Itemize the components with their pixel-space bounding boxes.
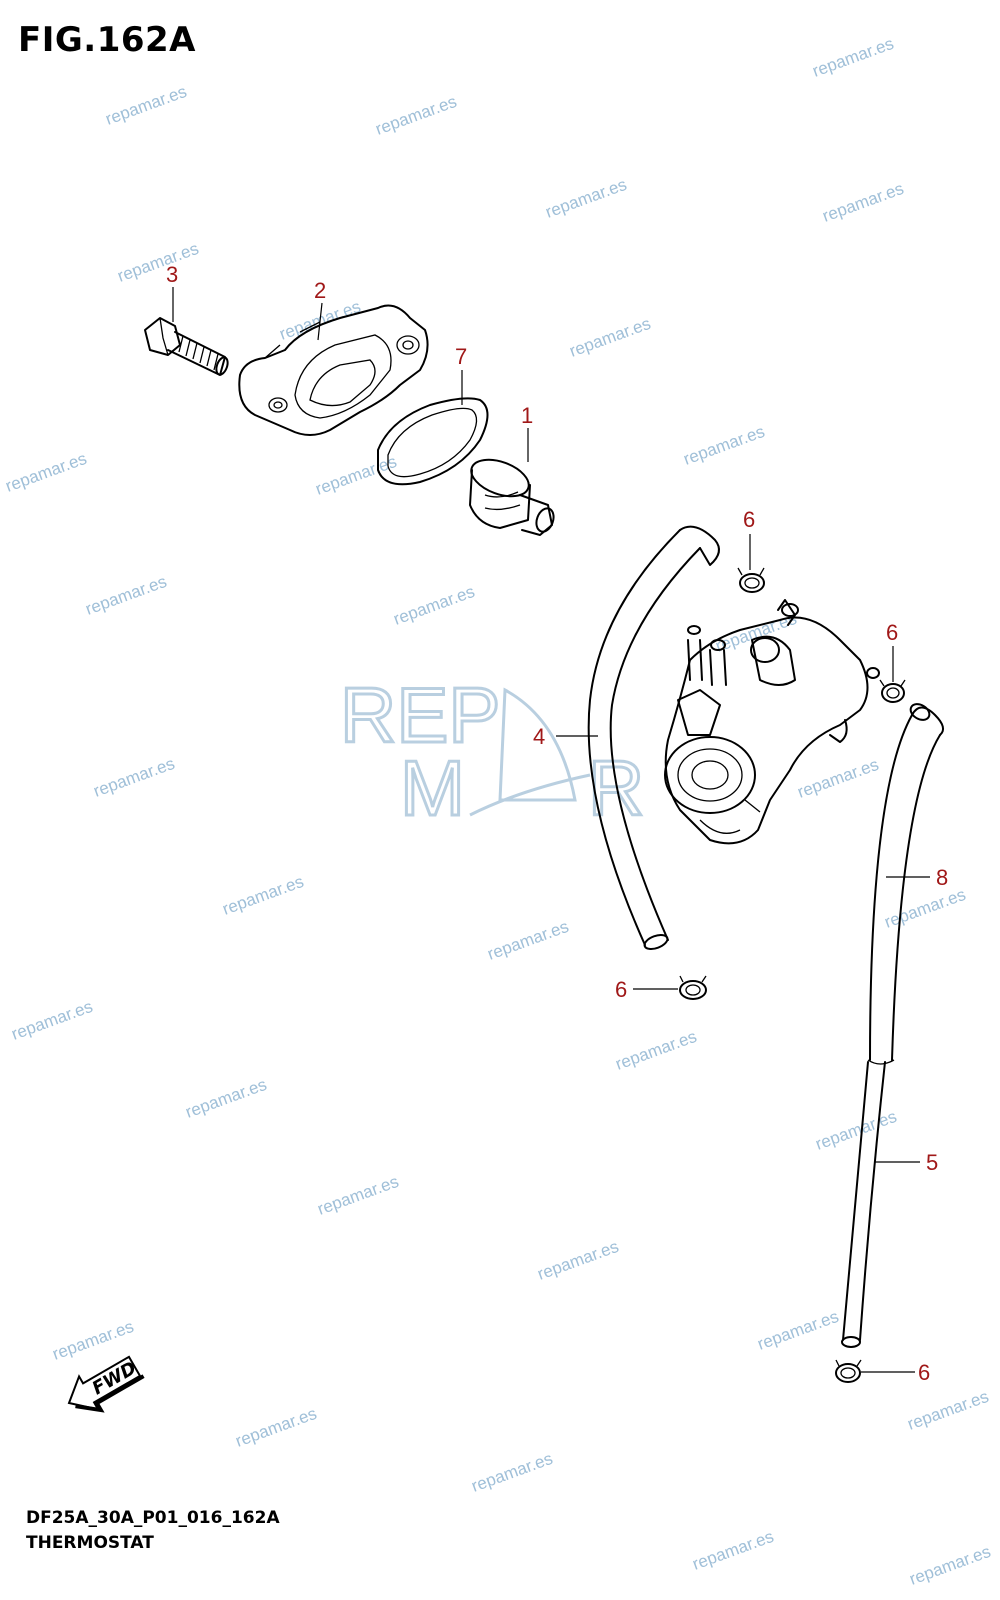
part-6-clamp-d bbox=[835, 1359, 862, 1383]
watermark-sail-icon bbox=[498, 687, 577, 802]
watermark-text: repamar.es bbox=[813, 1107, 899, 1154]
part-1-thermostat bbox=[469, 458, 555, 536]
figure-name: THERMOSTAT bbox=[26, 1533, 154, 1553]
part-6-clamp-c bbox=[679, 975, 707, 1000]
watermark-text: repamar.es bbox=[535, 1237, 621, 1284]
watermark-text: repamar.es bbox=[681, 422, 767, 469]
watermark-logo: REP M R bbox=[339, 670, 646, 834]
callout-1: 1 bbox=[521, 403, 533, 428]
callout-6-b: 6 bbox=[886, 620, 898, 645]
watermark-logo-top: REP bbox=[340, 671, 500, 759]
watermark-text: repamar.es bbox=[485, 917, 571, 964]
part-7-gasket bbox=[377, 397, 489, 486]
part-3-bolt bbox=[144, 317, 229, 376]
callout-6-c: 6 bbox=[615, 977, 627, 1002]
watermark-text: repamar.es bbox=[50, 1317, 136, 1364]
callout-3: 3 bbox=[166, 262, 178, 287]
callout-6-d: 6 bbox=[918, 1360, 930, 1385]
callout-8: 8 bbox=[936, 865, 948, 890]
watermark-text: repamar.es bbox=[690, 1527, 776, 1574]
callout-6-a: 6 bbox=[743, 507, 755, 532]
watermark-text: repamar.es bbox=[905, 1387, 991, 1434]
part-5-hose bbox=[841, 1061, 886, 1348]
callout-4: 4 bbox=[533, 724, 545, 749]
figure-title: FIG.162A bbox=[18, 20, 196, 60]
watermark-text: repamar.es bbox=[543, 175, 629, 222]
watermark-text: repamar.es bbox=[810, 34, 896, 81]
figure-code: DF25A_30A_P01_016_162A bbox=[26, 1508, 280, 1528]
watermark-text: repamar.es bbox=[755, 1307, 841, 1354]
callout-2: 2 bbox=[314, 278, 326, 303]
watermark-text: repamar.es bbox=[220, 872, 306, 919]
part-4-hose bbox=[587, 525, 720, 950]
watermark-text: repamar.es bbox=[183, 1075, 269, 1122]
watermark-text: repamar.es bbox=[313, 452, 399, 499]
watermark-text: repamar.es bbox=[373, 92, 459, 139]
watermark-text: repamar.es bbox=[3, 449, 89, 496]
callout-7: 7 bbox=[455, 344, 467, 369]
watermark-text: repamar.es bbox=[567, 314, 653, 361]
watermark-text: repamar.es bbox=[795, 755, 881, 802]
watermark-text: repamar.es bbox=[9, 997, 95, 1044]
watermark-text: repamar.es bbox=[91, 754, 177, 801]
watermark-text: repamar.es bbox=[613, 1027, 699, 1074]
part-6-clamp-a bbox=[737, 567, 765, 593]
part-6-clamp-b bbox=[879, 679, 906, 703]
watermark-texts: repamar.es repamar.es repamar.es repamar… bbox=[3, 34, 993, 1589]
watermark-logo-left: M bbox=[400, 744, 465, 832]
watermark-text: repamar.es bbox=[882, 885, 968, 932]
watermark-text: repamar.es bbox=[820, 179, 906, 226]
part-8-hose bbox=[867, 703, 945, 1065]
watermark-text: repamar.es bbox=[83, 572, 169, 619]
fwd-arrow-icon: FWD bbox=[67, 1355, 145, 1413]
watermark-text: repamar.es bbox=[391, 582, 477, 629]
watermark-text: repamar.es bbox=[315, 1172, 401, 1219]
thermostat-housing bbox=[664, 599, 880, 845]
callout-5: 5 bbox=[926, 1150, 938, 1175]
watermark-wave-icon bbox=[469, 773, 591, 817]
part-2-cover bbox=[238, 304, 429, 436]
callouts: 3 2 7 1 6 6 4 8 6 5 6 bbox=[166, 262, 948, 1385]
watermark-text: repamar.es bbox=[233, 1404, 319, 1451]
watermark-text: repamar.es bbox=[469, 1449, 555, 1496]
watermark-text: repamar.es bbox=[103, 82, 189, 129]
watermark-text: repamar.es bbox=[907, 1542, 993, 1589]
watermark-text: repamar.es bbox=[115, 239, 201, 286]
